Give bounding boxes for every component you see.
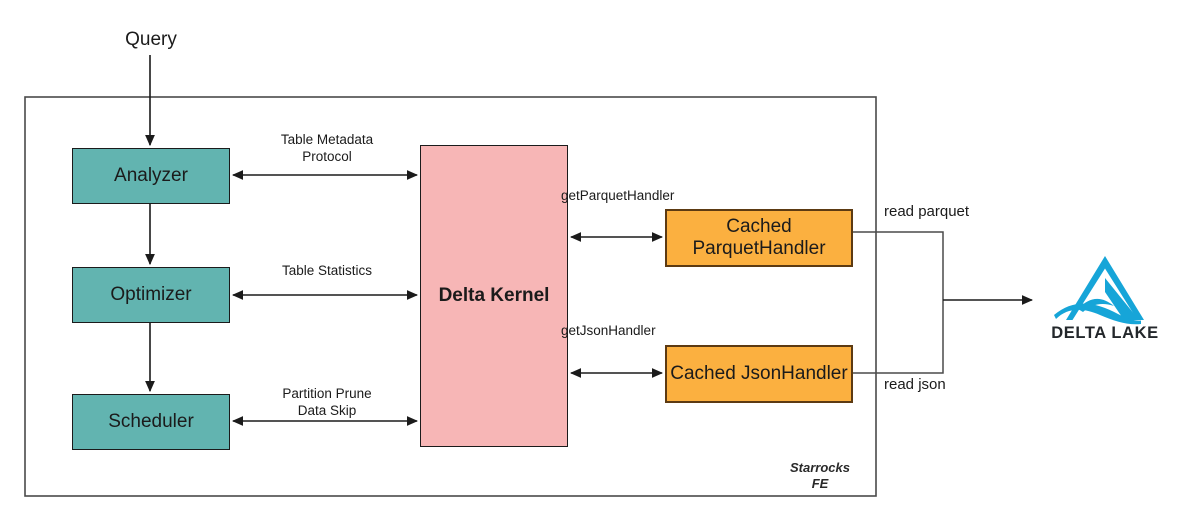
node-analyzer[interactable]: Analyzer (72, 148, 230, 204)
delta-lake-logo: DELTA LAKE (1040, 252, 1170, 352)
node-cached-json-handler[interactable]: Cached JsonHandler (665, 345, 853, 403)
edge-label-read-json: read json (884, 376, 946, 393)
node-optimizer[interactable]: Optimizer (72, 267, 230, 323)
node-delta-kernel[interactable]: Delta Kernel (420, 145, 568, 447)
edge-label-table-metadata-protocol: Table Metadata Protocol (280, 132, 374, 164)
query-label: Query (125, 29, 177, 50)
edge-label-read-parquet: read parquet (884, 203, 970, 220)
edge-handlers-to-delta-lake (853, 231, 944, 374)
starrocks-fe-label: Starrocks FE (790, 460, 850, 492)
edge-label-get-parquet-handler: getParquetHandler (561, 188, 675, 203)
edge-label-table-statistics: Table Statistics (281, 263, 373, 278)
delta-lake-wordmark: DELTA LAKE (1051, 324, 1159, 342)
edge-label-partition-prune-data-skip: Partition Prune Data Skip (282, 386, 372, 418)
delta-lake-mark-icon (1054, 256, 1144, 325)
node-scheduler[interactable]: Scheduler (72, 394, 230, 450)
starrocks-fe-frame (24, 96, 877, 497)
node-cached-parquet-handler[interactable]: Cached ParquetHandler (665, 209, 853, 267)
edge-label-get-json-handler: getJsonHandler (561, 323, 656, 338)
